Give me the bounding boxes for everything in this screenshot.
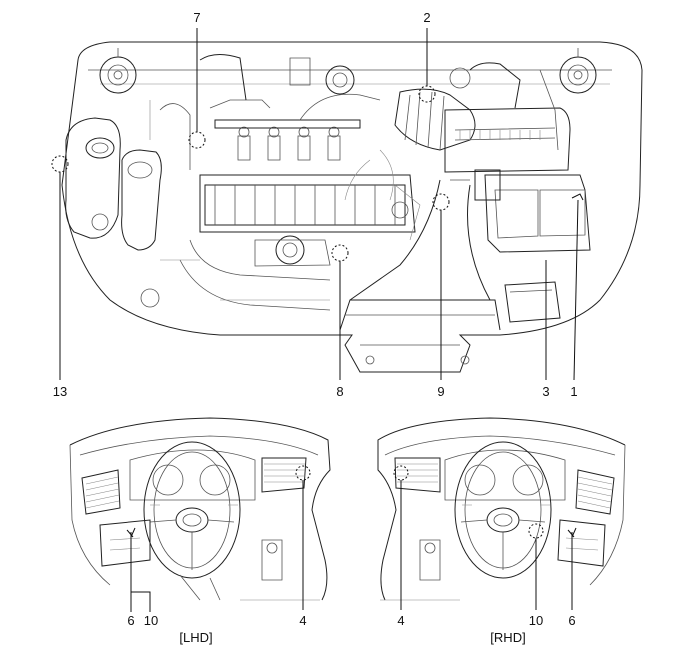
lhd-leaders <box>126 480 304 612</box>
rhd-markers <box>393 465 544 539</box>
rhd-leaders <box>400 480 577 610</box>
lhd-callout-6: 6 <box>127 613 135 628</box>
callout-7: 7 <box>193 10 201 25</box>
engine-bay-drawing <box>61 41 643 373</box>
rhd-callout-10: 10 <box>528 613 544 628</box>
lhd-callout-4: 4 <box>299 613 307 628</box>
lhd-caption: [LHD] <box>179 630 213 645</box>
lhd-dashboard-drawing <box>69 417 331 601</box>
callout-1: 1 <box>570 384 578 399</box>
callout-3: 3 <box>542 384 550 399</box>
engine-markers <box>51 85 450 262</box>
callout-9: 9 <box>437 384 445 399</box>
rhd-callout-6: 6 <box>568 613 576 628</box>
callout-13: 13 <box>52 384 68 399</box>
callout-8: 8 <box>336 384 344 399</box>
callout-2: 2 <box>423 10 431 25</box>
lhd-callout-10: 10 <box>143 613 159 628</box>
lhd-markers <box>295 465 311 481</box>
rhd-dashboard-drawing <box>377 417 626 601</box>
rhd-caption: [RHD] <box>490 630 526 645</box>
engine-leaders <box>59 28 584 381</box>
rhd-callout-4: 4 <box>397 613 405 628</box>
